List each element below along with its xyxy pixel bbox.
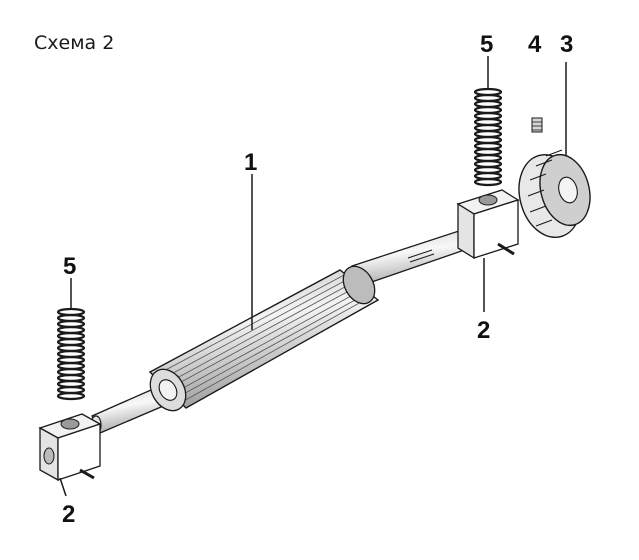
label-gear: 3 [560,31,573,58]
label-roller: 1 [244,149,257,176]
spring-upper [473,56,503,187]
spring-lower [56,278,86,401]
label-spring-upper: 5 [480,31,493,58]
roller-body [148,265,380,412]
label-block-lower: 2 [62,501,75,528]
bearing-block-lower [38,413,102,497]
label-block-upper: 2 [477,317,490,344]
drive-gear [518,62,591,239]
set-screw [531,117,543,133]
label-spring-lower: 5 [63,253,76,280]
label-screw: 4 [528,31,542,58]
diagram-caption: Схема 2 [34,32,115,54]
bearing-block-upper [456,189,520,312]
